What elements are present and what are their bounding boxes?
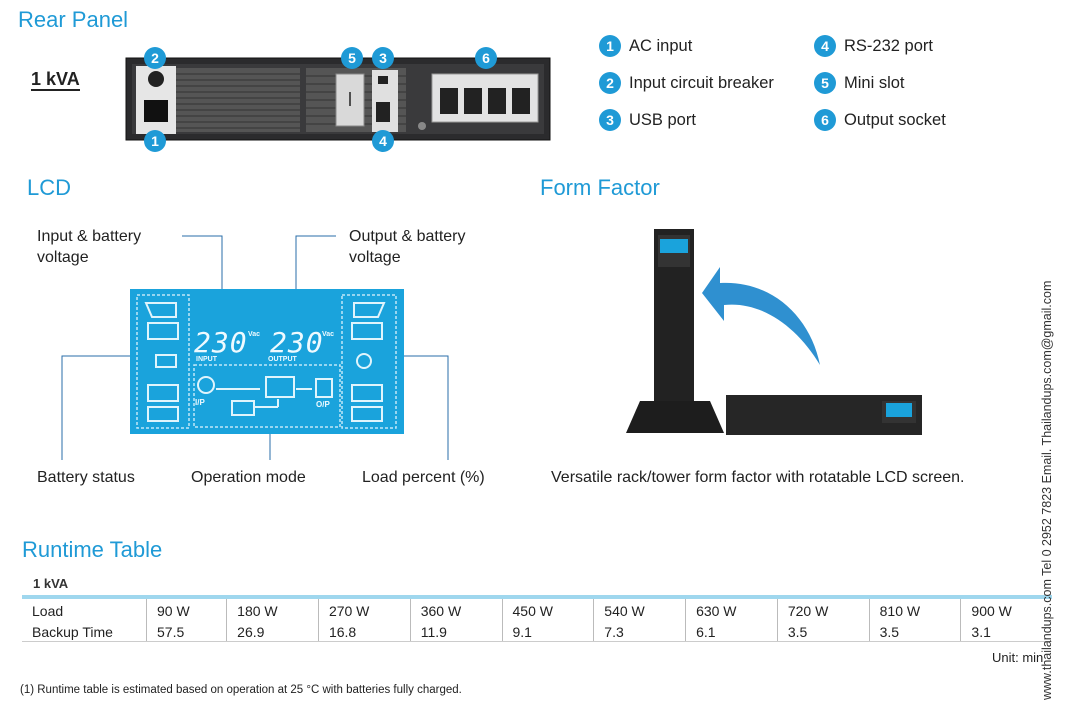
lcd-input-value: 230 — [194, 326, 248, 359]
callout-operation-mode: Operation mode — [191, 469, 306, 486]
lcd-input-label: INPUT — [196, 356, 217, 363]
rear-panel-model: 1 kVA — [31, 69, 80, 91]
legend-bullet-3: 3 — [599, 109, 621, 131]
callout-output-battery: Output & battery voltage — [349, 228, 466, 266]
lcd-input-unit: Vac — [248, 331, 261, 338]
table-cell: 6.1 — [685, 620, 778, 642]
form-factor-title: Form Factor — [540, 175, 660, 200]
legend-input-breaker: Input circuit breaker — [629, 74, 774, 92]
table-cell: 630 W — [685, 595, 778, 620]
table-cell: 16.8 — [317, 620, 411, 642]
runtime-model: 1 kVA — [33, 576, 69, 591]
table-cell: 3.1 — [960, 620, 1052, 642]
table-cell: 540 W — [593, 595, 686, 620]
lcd-output-value: 230 — [270, 326, 324, 359]
table-row-load: Load 90 W 180 W 270 W 360 W 450 W 540 W … — [22, 595, 1052, 620]
legend-bullet-5: 5 — [814, 72, 836, 94]
form-factor-illustration — [626, 229, 922, 435]
rear-bullet-4: 4 — [372, 130, 394, 152]
rear-panel-title: Rear Panel — [18, 7, 129, 32]
runtime-table: Load 90 W 180 W 270 W 360 W 450 W 540 W … — [22, 595, 1052, 642]
table-cell: 7.3 — [593, 620, 686, 642]
table-cell: 11.9 — [409, 620, 502, 642]
lcd-title: LCD — [27, 175, 72, 200]
rear-bullet-6: 6 — [475, 47, 497, 69]
table-cell: 270 W — [317, 595, 411, 620]
table-cell: 90 W — [145, 595, 227, 620]
form-factor-caption: Versatile rack/tower form factor with ro… — [551, 469, 965, 486]
table-cell: 3.5 — [776, 620, 870, 642]
row-label: Backup Time — [22, 620, 147, 642]
callout-load-percent: Load percent (%) — [362, 469, 485, 486]
legend-bullet-4: 4 — [814, 35, 836, 57]
rear-bullet-1: 1 — [144, 130, 166, 152]
table-cell: 450 W — [501, 595, 594, 620]
lcd-output-label: OUTPUT — [268, 356, 297, 363]
table-cell: 360 W — [409, 595, 502, 620]
lcd-ip-label: I/P — [195, 398, 205, 407]
runtime-unit: Unit: min — [992, 650, 1044, 665]
table-cell: 3.5 — [868, 620, 961, 642]
runtime-footnote: (1) Runtime table is estimated based on … — [20, 684, 462, 696]
row-label: Load — [22, 595, 147, 620]
table-cell: 57.5 — [145, 620, 227, 642]
rear-panel-illustration — [125, 57, 551, 141]
lcd-op-label: O/P — [316, 400, 330, 409]
legend-rs232-port: RS-232 port — [844, 37, 933, 55]
table-cell: 810 W — [868, 595, 961, 620]
table-cell: 720 W — [776, 595, 870, 620]
runtime-title: Runtime Table — [22, 537, 163, 562]
lcd-display — [130, 289, 404, 434]
table-row-backup-time: Backup Time 57.5 26.9 16.8 11.9 9.1 7.3 … — [22, 620, 1052, 642]
rear-bullet-3: 3 — [372, 47, 394, 69]
legend-bullet-6: 6 — [814, 109, 836, 131]
lcd-output-unit: Vac — [322, 331, 335, 338]
callout-input-battery: Input & battery voltage — [37, 228, 142, 266]
rear-bullet-2: 2 — [144, 47, 166, 69]
table-cell: 9.1 — [501, 620, 594, 642]
side-contact-text: www.thailandups.com Tel 0 2952 7823 Emai… — [1040, 280, 1054, 700]
callout-battery-status: Battery status — [37, 469, 135, 486]
legend-mini-slot: Mini slot — [844, 74, 905, 92]
table-cell: 180 W — [226, 595, 319, 620]
table-cell: 26.9 — [226, 620, 319, 642]
rear-bullet-5: 5 — [341, 47, 363, 69]
legend-ac-input: AC input — [629, 37, 693, 55]
legend-output-socket: Output socket — [844, 111, 946, 129]
legend-bullet-2: 2 — [599, 72, 621, 94]
legend-usb-port: USB port — [629, 111, 696, 129]
table-cell: 900 W — [960, 595, 1052, 620]
legend-bullet-1: 1 — [599, 35, 621, 57]
